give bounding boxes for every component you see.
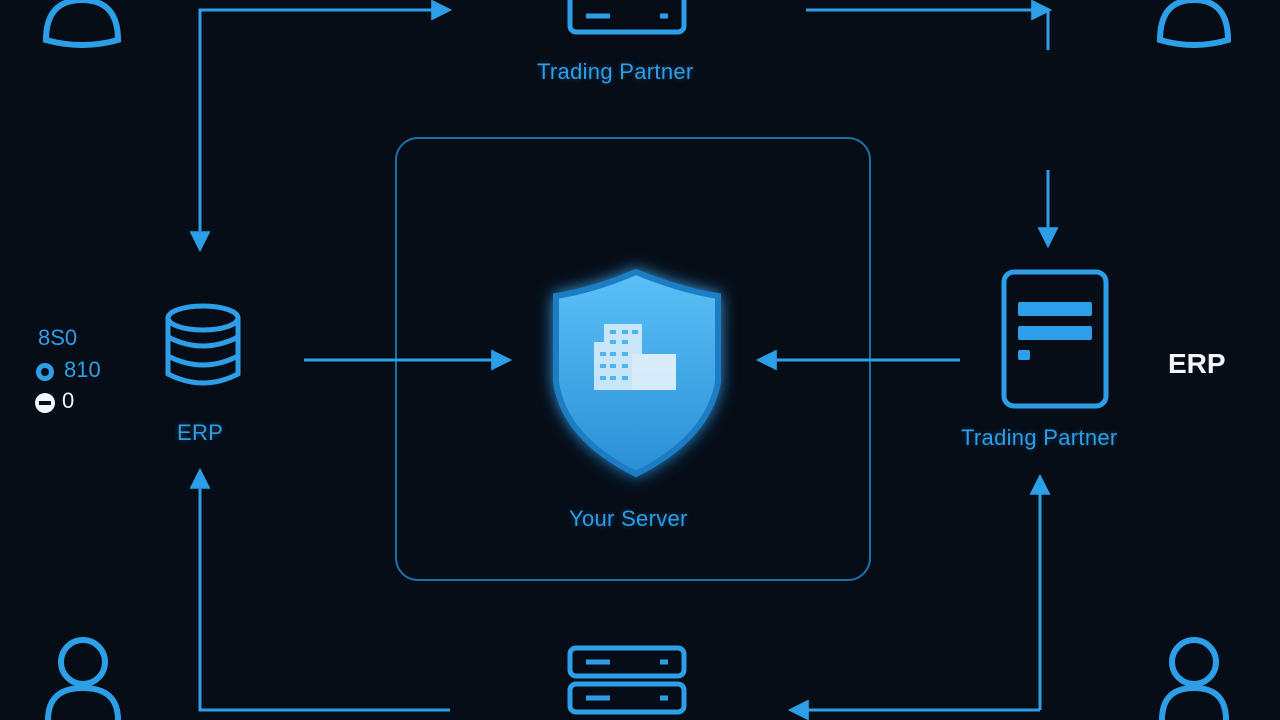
building-icon — [594, 324, 676, 390]
side-glyph-1: 8S0 — [38, 325, 78, 350]
arrow-topleft-to-server — [198, 0, 453, 250]
user-icon — [45, 637, 121, 720]
server-rack-icon — [567, 0, 687, 35]
right-partner-label: Trading Partner — [961, 425, 1118, 450]
database-icon — [165, 303, 241, 386]
right-erp-label: ERP — [1168, 348, 1226, 379]
center-server-label: Your Server — [569, 506, 688, 531]
server-tower-icon — [1001, 269, 1109, 409]
status-icon — [36, 363, 54, 381]
side-glyph-3: 0 — [62, 388, 75, 413]
side-glyph-2: 810 — [64, 357, 101, 382]
arrow-left-bottom — [189, 467, 450, 712]
connectors — [189, 0, 1059, 720]
user-icon — [42, 0, 122, 48]
user-icon — [1159, 637, 1229, 720]
user-icon — [1156, 0, 1232, 48]
server-rack-icon — [567, 645, 687, 715]
top-partner-label: Trading Partner — [537, 59, 694, 84]
status-icon — [35, 393, 55, 413]
left-erp-label: ERP — [177, 420, 224, 445]
